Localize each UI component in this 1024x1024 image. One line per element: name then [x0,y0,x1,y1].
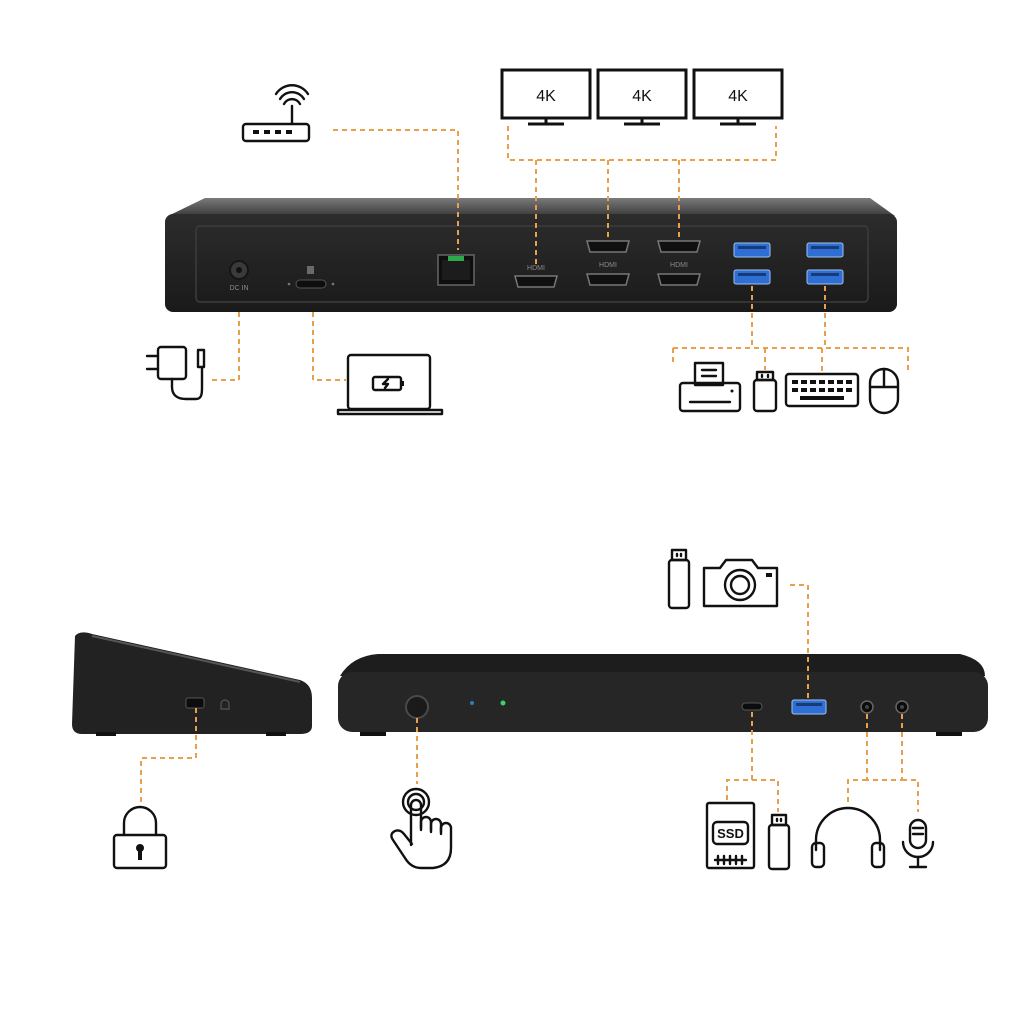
monitor-2: 4K [596,68,688,126]
usb-c-front-port [741,702,763,711]
dock-side-view [72,632,312,736]
hdmi-label-3: HDMI [670,262,688,269]
printer-icon [678,361,742,413]
monitor-label: 4K [728,88,748,105]
connector-usbc-laptop [312,312,346,381]
usb-flash-drive-icon [752,370,778,413]
connector-microphone [902,779,919,812]
dc-in-label: DC IN [229,285,248,292]
monitor-3: 4K [692,68,784,126]
dock-front-panel [338,672,988,732]
rear-connector-lines [210,126,909,381]
dock-rear-panel [165,214,897,312]
dock-rear-view: DC IN HDMI HDMI HDMI [165,198,897,312]
connector-kensington-lock [140,708,197,805]
hand-press-icon [390,787,453,870]
dock-front-top [340,654,985,676]
hdmi-label-1: HDMI [527,265,545,272]
connector-usb-a-front [790,584,809,700]
lock-icon [112,805,168,870]
power-button [405,695,429,719]
connector-usb-c-flash [752,779,779,812]
router-icon [241,84,311,143]
mouse-icon [868,367,900,415]
monitor-1: 4K [500,68,592,126]
monitor-label: 4K [536,88,556,105]
dc-in-port: DC IN [229,260,249,292]
camera-icon [702,558,779,608]
power-adapter-icon [145,345,206,401]
connector-audio-bus [866,714,903,781]
ssd-label: SSD [717,826,744,841]
connector-dc-power [210,312,240,381]
usb-flash-drive-icon [667,548,691,610]
dock-top-surface [168,198,895,216]
hdmi-port-3: HDMI [657,240,701,286]
headphones-icon [810,806,886,869]
monitor-label: 4K [632,88,652,105]
connector-usb-c-ssd [726,712,753,800]
dock-side-body [72,632,312,734]
ssd-icon: SSD [705,801,756,870]
connector-monitors-bus [507,126,777,161]
connector-peripherals-bus [673,347,909,372]
hdmi-port-1: HDMI [514,265,558,288]
front-connector-lines [140,584,919,812]
microphone-icon [901,818,935,869]
kensington-slot [185,697,205,709]
hdmi-port-2: HDMI [586,240,630,286]
ethernet-port [437,254,475,286]
usb-a-rear-ports [733,242,844,285]
hdmi-label-2: HDMI [599,262,617,269]
usb-flash-drive-icon [767,813,791,871]
connector-headphones [847,779,867,805]
rear-panel-inset [195,225,869,303]
laptop-icon [336,353,444,416]
usb-a-front-port [791,699,827,715]
usb-c-rear-port [287,266,335,289]
status-led-green [500,700,506,706]
dock-front-view [338,654,988,736]
status-led-blue [470,701,474,705]
keyboard-icon [784,372,860,408]
